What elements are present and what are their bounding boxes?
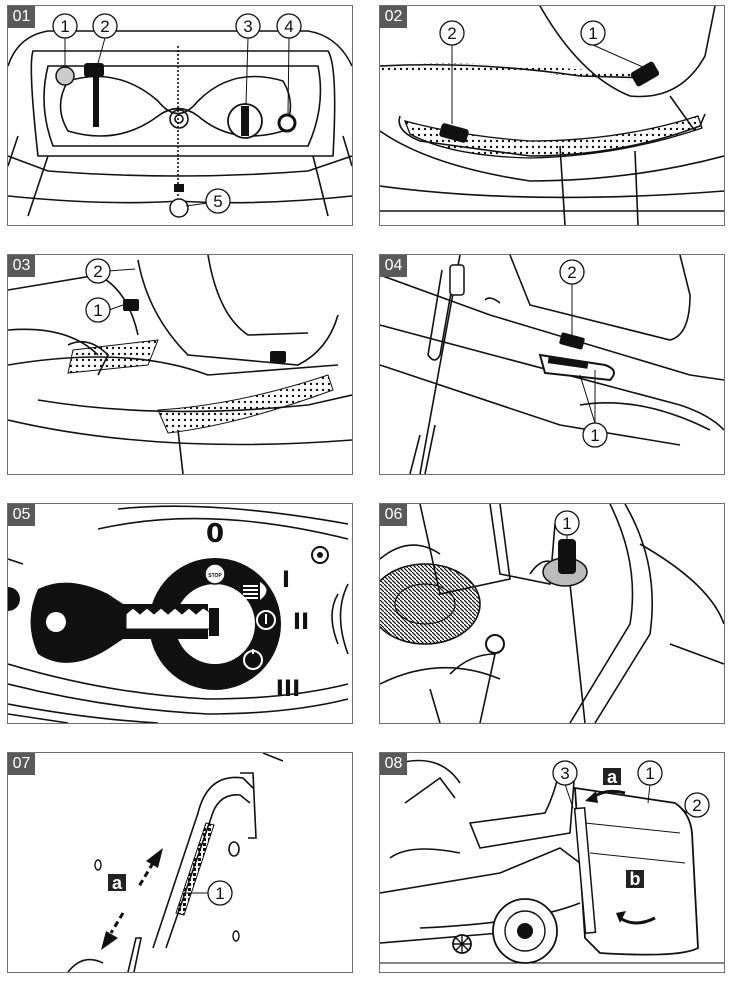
callout-2: 2 [85, 258, 111, 284]
panel-07-lever-adjust: 07 a 1 [7, 752, 353, 973]
grass-bag-illustration: a b 3 1 2 [380, 759, 724, 964]
panel-number: 07 [8, 753, 35, 775]
svg-text:1: 1 [562, 514, 571, 533]
panel-number: 01 [8, 6, 35, 28]
stop-symbol: STOP [204, 563, 226, 585]
callout-1: 1 [580, 20, 606, 46]
ignition-key-illustration: STOP 0 I II III [8, 505, 349, 723]
panel-08-grass-bag: 08 a [379, 752, 725, 973]
seat-overview-illustration: 2 1 [8, 255, 352, 474]
svg-text:2: 2 [100, 17, 109, 36]
svg-text:b: b [630, 869, 641, 889]
svg-text:1: 1 [588, 24, 597, 43]
svg-text:a: a [112, 873, 123, 893]
svg-text:4: 4 [284, 17, 293, 36]
panel-06-fuel-cap: 06 1 [379, 503, 725, 724]
fuel-cap-illustration: 1 [380, 504, 724, 723]
panel-04-seat-adjust: 04 2 1 [379, 254, 725, 475]
panel-number: 04 [380, 255, 407, 277]
callout-2: 2 [684, 792, 710, 818]
callout-2: 2 [559, 259, 585, 285]
motion-letter-a: a [603, 767, 621, 787]
motion-letter-a: a [108, 873, 126, 893]
seat-levers-illustration: 2 1 [380, 6, 724, 225]
panel-03-seat-overview: 03 2 1 [7, 254, 353, 475]
svg-text:3: 3 [243, 17, 252, 36]
callout-1: 1 [637, 760, 663, 786]
position-label-II: II [293, 610, 309, 635]
panel-01-dashboard: 01 1 2 3 4 5 [7, 5, 353, 226]
position-label-I: I [282, 568, 290, 593]
position-label-0: 0 [206, 519, 224, 549]
svg-text:2: 2 [692, 796, 701, 815]
panel-number: 05 [8, 504, 35, 526]
svg-text:1: 1 [590, 426, 599, 445]
direction-arrow-up-icon [136, 848, 163, 889]
callout-5: 5 [205, 188, 231, 214]
callout-1: 1 [207, 880, 233, 906]
svg-text:1: 1 [215, 884, 224, 903]
headlight-icon [243, 582, 267, 600]
lever-adjust-illustration: a 1 [67, 753, 284, 972]
rotate-arrow-a-icon [585, 789, 626, 803]
svg-text:5: 5 [213, 192, 222, 211]
svg-text:1: 1 [93, 301, 102, 320]
panel-number: 03 [8, 255, 35, 277]
callout-1: 1 [52, 13, 78, 39]
engine-start-icon [243, 649, 263, 670]
motion-letter-b: b [626, 869, 644, 889]
callout-2: 2 [439, 20, 465, 46]
callout-1: 1 [85, 297, 111, 323]
svg-text:2: 2 [567, 263, 576, 282]
panel-02-seat-levers: 02 2 1 [379, 5, 725, 226]
engine-run-icon [256, 610, 276, 630]
svg-text:2: 2 [447, 24, 456, 43]
svg-text:1: 1 [60, 17, 69, 36]
panel-number: 02 [380, 6, 407, 28]
seat-adjust-illustration: 2 1 [380, 255, 724, 474]
dashboard-illustration: 1 2 3 4 5 [8, 13, 352, 218]
callout-1: 1 [554, 510, 580, 536]
svg-text:STOP: STOP [208, 573, 222, 579]
callout-4: 4 [276, 13, 302, 39]
callout-2: 2 [92, 13, 118, 39]
svg-text:3: 3 [560, 764, 569, 783]
direction-arrow-down-icon [101, 912, 125, 950]
panel-number: 06 [380, 504, 407, 526]
svg-text:1: 1 [645, 764, 654, 783]
svg-text:2: 2 [93, 262, 102, 281]
panel-05-ignition-key: 05 STOP [7, 503, 353, 724]
callout-3: 3 [552, 760, 578, 786]
svg-text:a: a [607, 767, 618, 787]
rotate-arrow-b-icon [616, 911, 656, 925]
position-label-III: III [276, 677, 301, 702]
callout-3: 3 [235, 13, 261, 39]
panel-number: 08 [380, 753, 407, 775]
callout-1: 1 [582, 422, 608, 448]
